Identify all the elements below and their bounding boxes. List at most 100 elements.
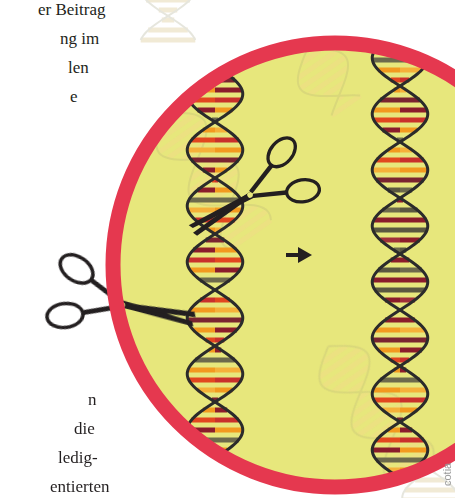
base-pair	[190, 28, 215, 33]
base-pair	[200, 18, 215, 23]
base-pair	[372, 448, 400, 453]
base-pair	[188, 488, 215, 493]
base-pair	[417, 494, 431, 498]
base-pair	[374, 118, 400, 123]
base-pair	[374, 218, 400, 223]
base-pair	[346, 96, 360, 106]
base-pair	[372, 278, 400, 283]
base-pair	[375, 328, 400, 333]
base-pair	[437, 487, 455, 498]
base-pair	[141, 38, 168, 43]
base-pair	[400, 388, 427, 393]
base-pair	[400, 168, 428, 173]
base-pair	[400, 278, 428, 283]
base-pair	[272, 7, 277, 11]
dna-strand	[141, 0, 196, 40]
base-pair	[189, 198, 215, 203]
base-pair	[215, 88, 242, 93]
base-pair	[375, 288, 400, 293]
base-pair	[153, 80, 175, 95]
base-pair	[215, 268, 240, 273]
base-pair	[125, 87, 147, 103]
base-pair	[430, 488, 455, 493]
base-pair	[130, 57, 138, 62]
dna-strand	[306, 330, 455, 498]
dna-strand	[372, 30, 428, 494]
dna-strand	[78, 6, 273, 251]
base-pair	[264, 0, 272, 4]
base-pair	[189, 378, 215, 383]
base-pair	[400, 328, 425, 333]
base-pair	[405, 488, 430, 493]
base-pair	[400, 228, 427, 233]
base-pair	[215, 98, 241, 103]
base-pair	[215, 368, 242, 373]
base-pair	[130, 71, 135, 75]
base-pair	[372, 168, 400, 173]
base-pair	[215, 258, 243, 263]
base-pair	[124, 42, 142, 55]
base-pair	[215, 488, 242, 493]
base-pair	[187, 258, 215, 263]
dna-strand	[372, 30, 428, 494]
body-text: n	[88, 390, 97, 410]
base-pair	[372, 338, 400, 343]
body-text: len	[68, 58, 89, 78]
base-pair	[187, 148, 215, 153]
body-text: ledig-	[58, 448, 98, 468]
base-pair	[400, 218, 426, 223]
base-pair	[294, 17, 316, 32]
base-pair	[141, 68, 157, 79]
base-pair	[373, 388, 400, 393]
base-pair	[188, 208, 215, 213]
base-pair	[215, 318, 243, 323]
base-pair	[190, 268, 215, 273]
base-pair	[400, 118, 426, 123]
base-pair	[215, 478, 241, 483]
base-pair	[188, 368, 215, 373]
base-pair	[159, 94, 173, 104]
arrow	[286, 247, 312, 263]
base-pair	[400, 338, 428, 343]
base-pair	[333, 379, 351, 392]
base-pair	[426, 484, 429, 486]
dna-strand	[306, 330, 455, 498]
base-pair	[289, 8, 311, 24]
dna-strand	[78, 6, 273, 251]
base-pair	[400, 288, 425, 293]
base-pair	[334, 346, 346, 355]
base-pair	[423, 486, 426, 488]
base-pair	[277, 4, 282, 8]
base-pair	[250, 220, 271, 234]
base-pair	[248, 0, 266, 3]
base-pair	[215, 28, 240, 33]
base-pair	[215, 48, 237, 53]
base-pair	[136, 67, 141, 71]
base-pair	[283, 4, 299, 15]
base-pair	[168, 38, 195, 43]
base-pair	[106, 54, 124, 67]
base-pair	[215, 378, 241, 383]
base-pair	[215, 18, 230, 23]
scissors	[172, 129, 328, 261]
base-pair	[113, 24, 134, 38]
base-pair	[266, 24, 288, 40]
base-pair	[107, 21, 119, 30]
base-pair	[373, 228, 400, 233]
dna-helix	[372, 30, 428, 494]
base-pair	[443, 494, 455, 498]
base-pair	[400, 488, 417, 493]
base-pair	[189, 478, 215, 483]
base-pair	[206, 58, 215, 63]
base-pair	[400, 398, 426, 403]
base-pair	[96, 46, 119, 62]
base-pair	[122, 63, 130, 68]
body-text: er Beitrag	[38, 0, 106, 20]
base-pair	[144, 104, 158, 114]
base-pair	[131, 95, 153, 110]
body-text: entierten	[50, 477, 109, 497]
base-pair	[400, 38, 415, 43]
base-pair	[400, 448, 428, 453]
body-text: die	[74, 419, 95, 439]
